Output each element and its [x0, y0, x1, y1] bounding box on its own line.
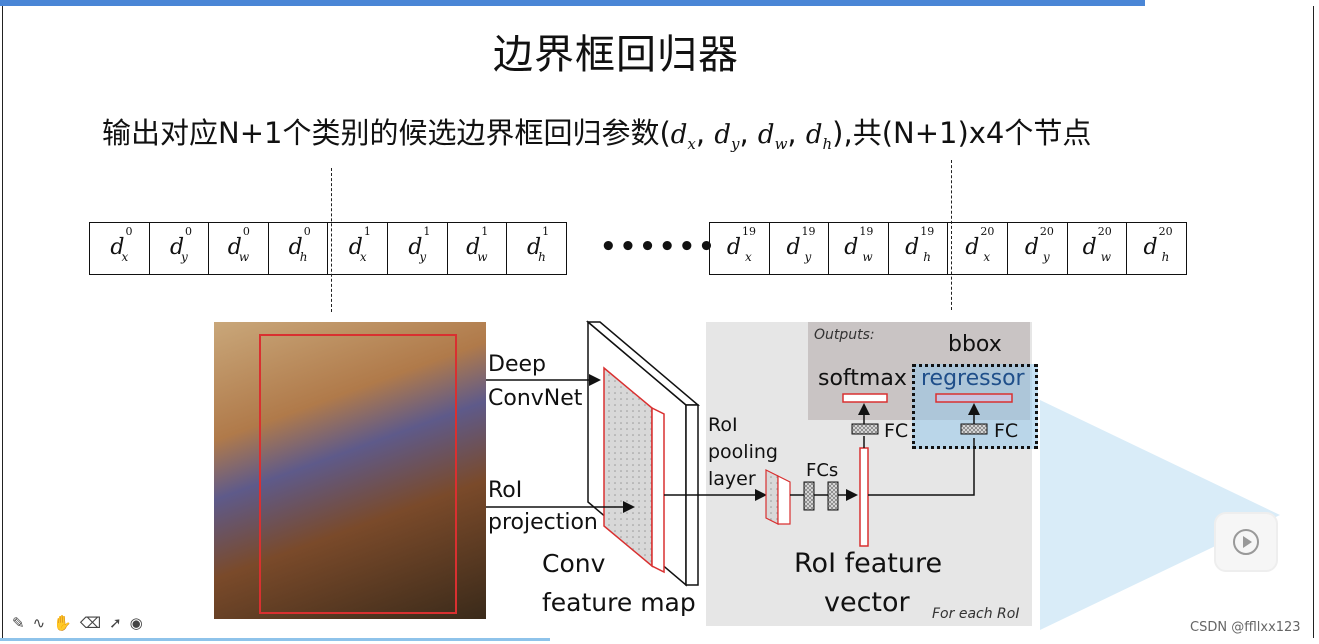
- label-deep: Deep: [488, 350, 546, 380]
- label-bbox: bbox: [948, 330, 1002, 360]
- play-button[interactable]: [1214, 512, 1278, 572]
- label-fc-left: FC: [884, 418, 908, 444]
- wave-icon[interactable]: ∿: [33, 614, 46, 632]
- eraser-icon[interactable]: ⌫: [80, 614, 101, 632]
- label-convnet: ConvNet: [488, 384, 582, 414]
- label-roi-pool-3: layer: [708, 466, 756, 492]
- record-icon[interactable]: ◉: [130, 614, 143, 632]
- label-vector: vector: [824, 588, 910, 618]
- label-conv: Conv: [542, 549, 605, 579]
- pen-icon[interactable]: ✎: [12, 614, 25, 632]
- label-projection: projection: [488, 508, 598, 538]
- label-roi: RoI: [488, 476, 522, 506]
- play-icon: [1231, 527, 1261, 557]
- pointer-icon[interactable]: ➚: [109, 614, 122, 632]
- label-feature-map: feature map: [542, 588, 696, 618]
- label-regressor: regressor: [921, 364, 1025, 394]
- conv-feature-map-block: [588, 322, 698, 585]
- label-fc-right: FC: [994, 418, 1018, 444]
- watermark: CSDN @ffllxx123: [1190, 620, 1301, 635]
- label-softmax: softmax: [818, 364, 907, 394]
- annotation-toolbar: ✎ ∿ ✋ ⌫ ➚ ◉: [12, 614, 143, 632]
- label-fcs: FCs: [806, 458, 838, 484]
- progress-line: [0, 638, 550, 641]
- label-roi-pool-1: RoI: [708, 412, 738, 438]
- label-outputs: Outputs:: [814, 326, 875, 344]
- label-roi-pool-2: pooling: [708, 439, 778, 465]
- label-for-each-roi: For each RoI: [932, 604, 1019, 624]
- hand-icon[interactable]: ✋: [53, 614, 72, 632]
- label-roi-feature: RoI feature: [794, 549, 942, 579]
